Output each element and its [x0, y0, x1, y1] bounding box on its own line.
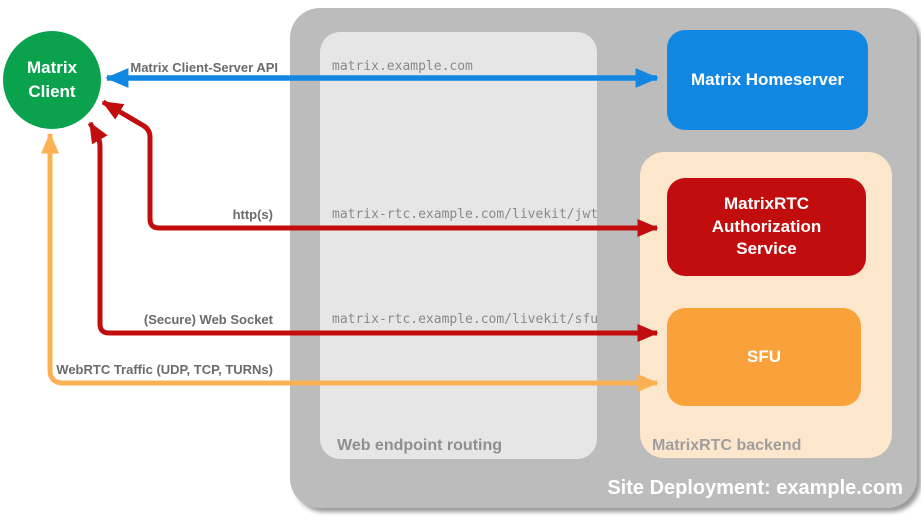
matrix-client-node: Matrix Client — [3, 31, 101, 129]
endpoint-matrix-example-com: matrix.example.com — [332, 59, 473, 74]
label-secure-web-socket: (Secure) Web Socket — [143, 312, 273, 327]
matrix-homeserver-label: Matrix Homeserver — [690, 69, 845, 89]
matrix-homeserver-node: Matrix Homeserver — [667, 30, 868, 130]
endpoint-livekit-jwt: matrix-rtc.example.com/livekit/jwt — [332, 207, 599, 222]
matrix-client-label-line1: Matrix — [26, 58, 78, 78]
sfu-node: SFU — [667, 308, 861, 406]
matrix-client-label-line2: Client — [28, 82, 76, 101]
matrixrtc-authorization-service-label: MatrixRTC Authorization Service — [711, 193, 822, 259]
label-matrix-client-server-api: Matrix Client-Server API — [130, 60, 278, 75]
label-https: http(s) — [232, 207, 273, 222]
web-endpoint-routing-container — [320, 32, 597, 459]
sfu-label: SFU — [747, 346, 781, 366]
web-endpoint-routing-caption: Web endpoint routing — [337, 437, 503, 454]
matrixrtc-backend-caption: MatrixRTC backend — [652, 437, 802, 454]
endpoint-livekit-sfu: matrix-rtc.example.com/livekit/sfu — [332, 312, 599, 327]
label-webrtc-traffic: WebRTC Traffic (UDP, TCP, TURNs) — [56, 362, 273, 377]
site-deployment-title: Site Deployment: example.com — [607, 477, 903, 499]
matrixrtc-authorization-service-node: MatrixRTC Authorization Service — [667, 178, 866, 276]
